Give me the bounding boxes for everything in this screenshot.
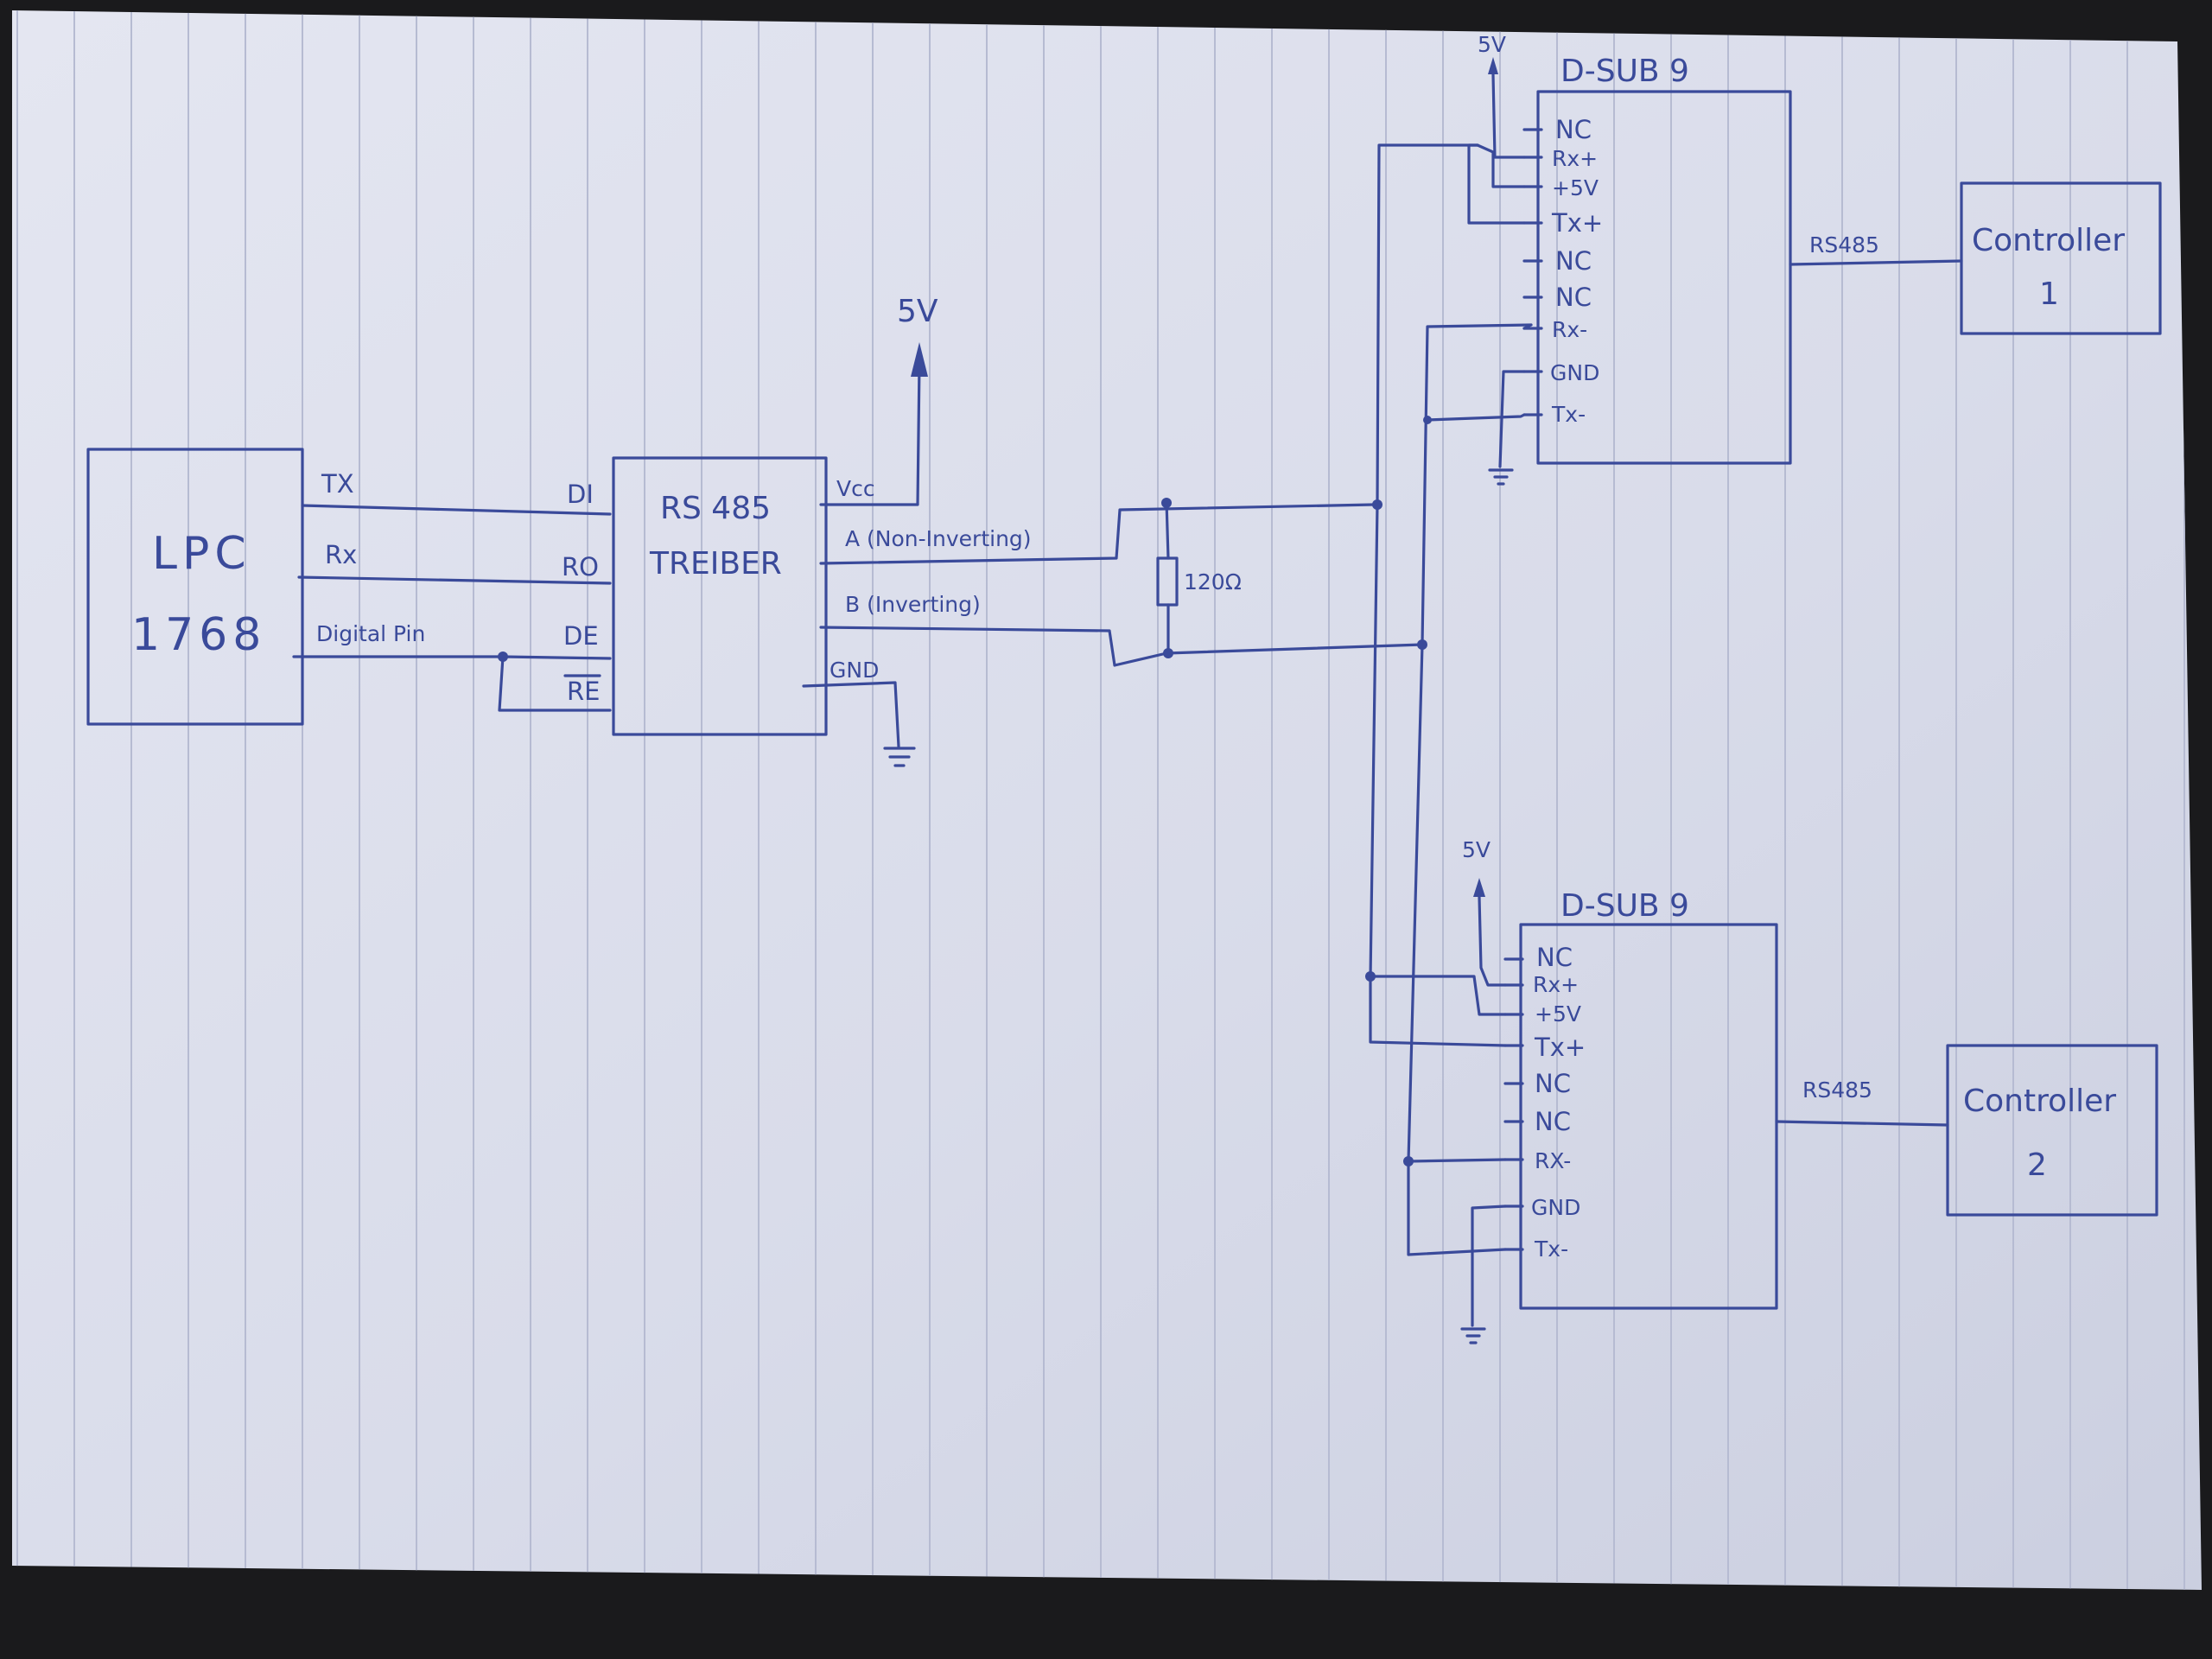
resistor-value: 120Ω (1184, 569, 1242, 594)
dsub-top-pin-4: Tx+ (1551, 208, 1603, 238)
dsub-top-name: D-SUB 9 (1560, 54, 1689, 89)
dsub-bottom-pin-6: NC (1535, 1107, 1571, 1136)
dsub-top-pin-1: NC (1555, 115, 1592, 144)
junction-de-re (498, 652, 508, 662)
driver-pin-di: DI (567, 480, 594, 509)
dsub-bottom-pin-1: NC (1536, 943, 1573, 972)
controller-1-num: 1 (2039, 276, 2059, 312)
mcu-model: 1768 (131, 609, 266, 661)
controller-1-name: Controller (1972, 223, 2125, 258)
dsub-top-pin-8: GND (1550, 360, 1599, 385)
dsub-top-pin-5: NC (1555, 246, 1592, 276)
dsub-bottom-wiring: 5V (1365, 837, 1507, 1344)
dsub-top-5v-label: 5V (1478, 32, 1506, 57)
lpc1768-block: LPC 1768 TX Rx Digital Pin (86, 448, 425, 726)
driver-pin-re: RE (567, 677, 600, 706)
dsub-top-pin-6: NC (1555, 283, 1592, 312)
controller-2-num: 2 (2027, 1147, 2047, 1183)
driver-pin-b: B (Inverting) (845, 592, 981, 617)
controller-2-link: RS485 (1775, 1077, 1949, 1127)
dsub-bottom-name: D-SUB 9 (1560, 888, 1689, 924)
dsub9-connector-bottom: D-SUB 9 NC Rx+ +5V Tx+ NC NC RX- GND Tx- (1503, 888, 1778, 1310)
dsub-top-pin-9: Tx- (1551, 402, 1586, 427)
driver-5v-label: 5V (897, 294, 938, 329)
dsub-top-bus-label: RS485 (1809, 232, 1879, 257)
supply-arrow-icon (1473, 878, 1485, 897)
resistor-icon (1156, 556, 1179, 607)
dsub-top-pin-3: +5V (1552, 175, 1599, 200)
dsub-bottom-bus-label: RS485 (1802, 1077, 1872, 1103)
dsub-bottom-pin-5: NC (1535, 1069, 1571, 1098)
rs485-driver-block: RS 485 TREIBER DI RO DE RE Vcc A (Non-In… (562, 456, 1032, 736)
mcu-driver-wires (292, 504, 612, 712)
bus-trunk-lines (1369, 143, 1533, 1163)
driver-vcc-5v: 5V (819, 294, 938, 506)
driver-name: RS 485 (660, 491, 771, 526)
ab-bus-lines (819, 499, 1424, 667)
dsub-bottom-pin-3: +5V (1535, 1001, 1581, 1027)
dsub-bottom-pin-8: GND (1531, 1195, 1580, 1220)
dsub-bottom-pin-7: RX- (1535, 1148, 1571, 1173)
paper-sheet (12, 10, 2202, 1590)
controller-2-block: Controller 2 (1946, 1044, 2158, 1217)
mcu-pin-tx: TX (321, 469, 354, 499)
dsub-bottom-pin-9: Tx- (1534, 1236, 1568, 1262)
dsub-bottom-pin-2: Rx+ (1533, 972, 1579, 997)
termination-resistor: 120Ω (1156, 498, 1242, 658)
driver-pin-de: DE (563, 621, 599, 651)
dsub-top-wiring: 5V (1423, 32, 1533, 486)
driver-pin-gnd: GND (830, 658, 879, 683)
driver-gnd (802, 681, 916, 767)
mcu-pin-digital: Digital Pin (316, 621, 425, 646)
driver-pin-a: A (Non-Inverting) (845, 526, 1032, 551)
dsub-bottom-5v-label: 5V (1462, 837, 1491, 862)
mcu-pin-rx: Rx (325, 540, 357, 569)
supply-arrow-icon (1488, 57, 1498, 74)
dsub-top-pin-2: Rx+ (1552, 146, 1598, 171)
controller-1-block: Controller 1 (1960, 181, 2162, 335)
controller-1-link: RS485 (1789, 232, 1963, 266)
dsub-top-pin-7: Rx- (1552, 317, 1587, 342)
supply-arrow-icon (911, 342, 928, 377)
driver-pin-ro: RO (562, 552, 599, 582)
mcu-name: LPC (152, 528, 251, 580)
controller-2-name: Controller (1963, 1084, 2116, 1119)
driver-subtitle: TREIBER (649, 546, 782, 582)
dsub-bottom-pin-4: Tx+ (1534, 1033, 1586, 1062)
driver-pin-vcc: Vcc (836, 476, 875, 501)
